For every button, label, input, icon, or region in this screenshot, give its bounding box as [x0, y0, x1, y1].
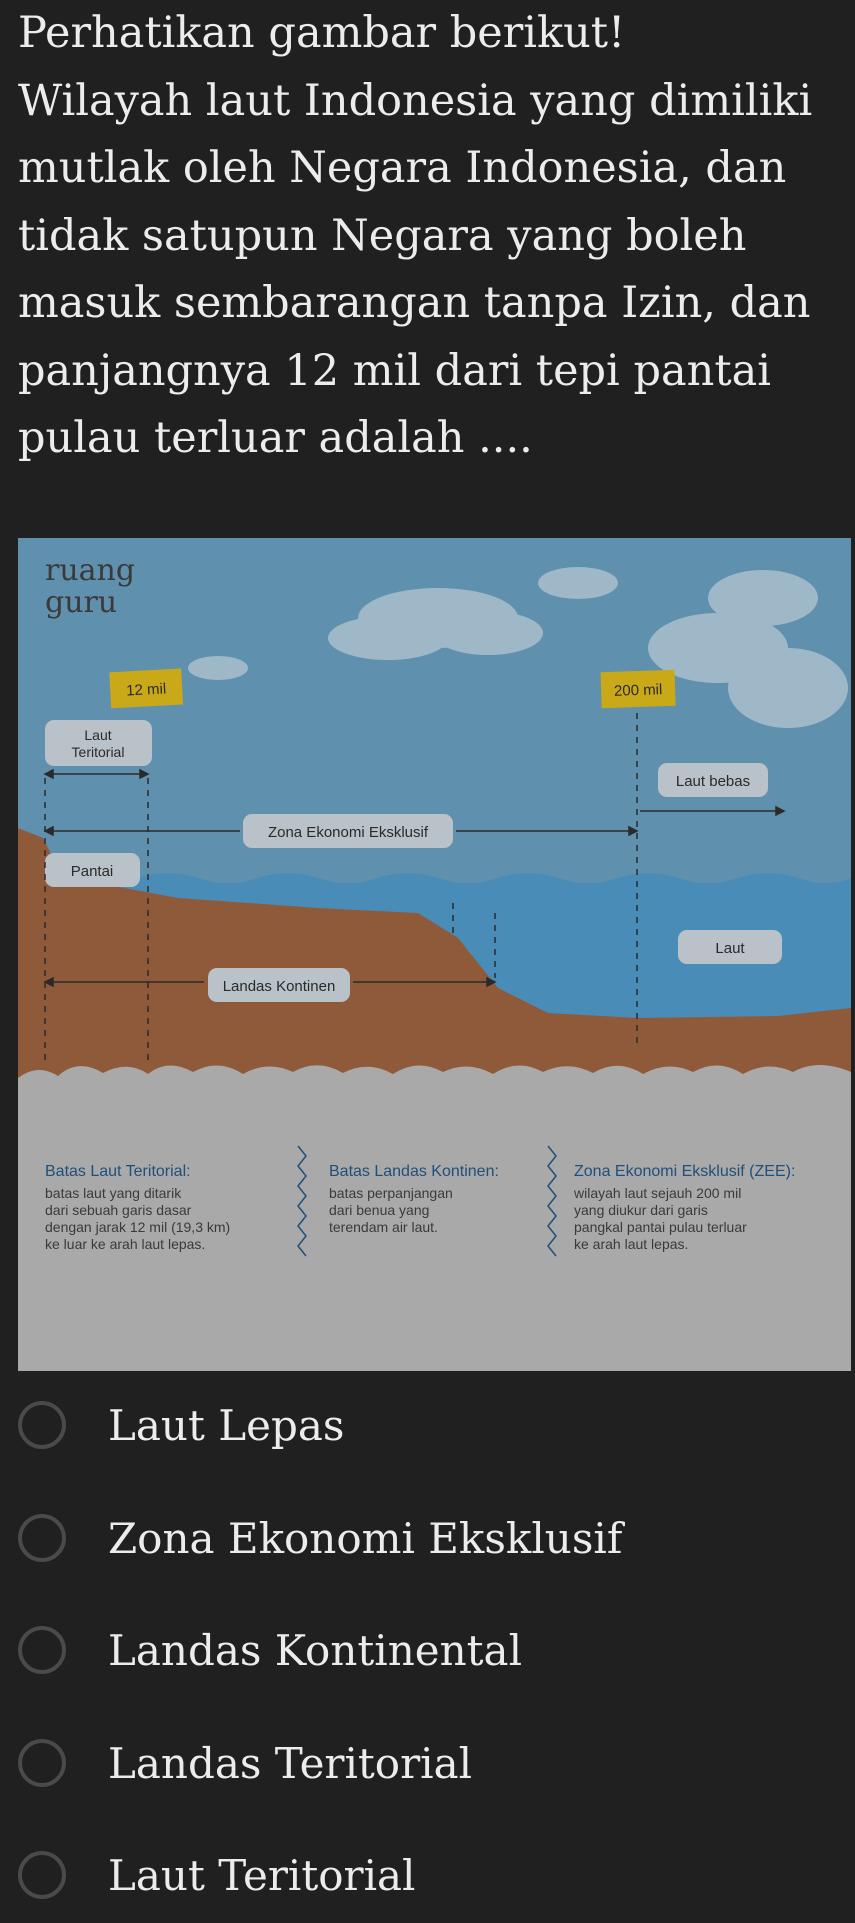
label-laut: Laut	[715, 940, 745, 957]
legend-divider	[297, 1145, 307, 1257]
label-laut-teritorial: Laut	[84, 727, 111, 743]
legend-text: dengan jarak 12 mil (19,3 km)	[45, 1219, 230, 1235]
tag-200-mil: 200 mil	[600, 669, 676, 709]
option-label: Zona Ekonomi Eksklusif	[108, 1513, 623, 1563]
option-laut-teritorial[interactable]: Laut Teritorial	[0, 1830, 855, 1920]
legend: Batas Laut Teritorial: batas laut yang d…	[45, 1145, 795, 1257]
legend-text: batas laut yang ditarik	[45, 1185, 182, 1201]
tag-200-mil-text: 200 mil	[614, 681, 663, 700]
sea-zone-illustration: ruang guru 12 mil 200 mil Laut Teritoria…	[18, 538, 851, 1371]
question-line: panjangnya 12 mil dari tepi pantai	[18, 345, 772, 396]
distance-arrows	[43, 768, 786, 988]
radio-button[interactable]	[18, 1851, 66, 1899]
label-landas-box	[208, 968, 350, 1002]
question-line: tidak satupun Negara yang boleh	[18, 210, 747, 261]
label-laut-teritorial-box	[45, 720, 152, 766]
legend-title: Zona Ekonomi Eksklusif (ZEE):	[574, 1163, 795, 1180]
logo-text: ruang	[45, 553, 135, 588]
paper-background	[18, 1065, 851, 1371]
label-pantai: Pantai	[71, 863, 114, 880]
tag-12-mil-text: 12 mil	[126, 680, 167, 699]
question-line: masuk sembarangan tanpa Izin, dan	[18, 278, 811, 328]
label-laut-bebas: Laut bebas	[676, 773, 750, 790]
legend-text: terendam air laut.	[329, 1219, 438, 1235]
legend-text: ke arah laut lepas.	[574, 1236, 688, 1252]
radio-button[interactable]	[18, 1626, 66, 1674]
option-landas-teritorial[interactable]: Landas Teritorial	[0, 1718, 855, 1808]
legend-text: ke luar ke arah laut lepas.	[45, 1236, 205, 1252]
option-label: Landas Kontinental	[108, 1625, 523, 1675]
legend-text: dari sebuah garis dasar	[45, 1202, 192, 1218]
question-line: Wilayah laut Indonesia yang dimiliki	[18, 75, 813, 126]
logo-text: guru	[45, 585, 117, 620]
option-zona-ekonomi-eksklusif[interactable]: Zona Ekonomi Eksklusif	[0, 1493, 855, 1583]
label-laut-bebas-box	[658, 763, 768, 797]
legend-text: batas perpanjangan	[329, 1185, 453, 1201]
label-zee: Zona Ekonomi Eksklusif	[268, 824, 429, 841]
dashed-guides	[44, 713, 638, 1063]
legend-title: Batas Landas Kontinen:	[329, 1163, 499, 1180]
question-line: pulau terluar adalah ....	[18, 413, 533, 463]
label-zee-box	[243, 814, 453, 848]
legend-divider	[547, 1145, 557, 1257]
radio-button[interactable]	[18, 1401, 66, 1449]
label-pantai-box	[45, 853, 140, 887]
option-label: Laut Teritorial	[108, 1850, 416, 1900]
label-landas: Landas Kontinen	[223, 978, 336, 995]
question-text: Perhatikan gambar berikut! Wilayah laut …	[18, 0, 848, 473]
label-laut-teritorial: Teritorial	[72, 744, 125, 760]
option-laut-lepas[interactable]: Laut Lepas	[0, 1380, 855, 1470]
land	[18, 828, 851, 1098]
legend-text: pangkal pantai pulau terluar	[574, 1219, 747, 1235]
option-label: Landas Teritorial	[108, 1738, 473, 1788]
tag-12-mil: 12 mil	[109, 668, 184, 709]
legend-text: yang diukur dari garis	[574, 1202, 708, 1218]
option-label: Laut Lepas	[108, 1400, 345, 1450]
label-laut-box	[678, 930, 782, 964]
clouds	[188, 567, 848, 728]
question-line: mutlak oleh Negara Indonesia, dan	[18, 143, 787, 193]
legend-title: Batas Laut Teritorial:	[45, 1163, 191, 1180]
option-landas-kontinental[interactable]: Landas Kontinental	[0, 1605, 855, 1695]
radio-button[interactable]	[18, 1514, 66, 1562]
legend-text: dari benua yang	[329, 1202, 429, 1218]
question-intro: Perhatikan gambar berikut!	[18, 8, 626, 58]
legend-text: wilayah laut sejauh 200 mil	[573, 1185, 741, 1201]
radio-button[interactable]	[18, 1739, 66, 1787]
